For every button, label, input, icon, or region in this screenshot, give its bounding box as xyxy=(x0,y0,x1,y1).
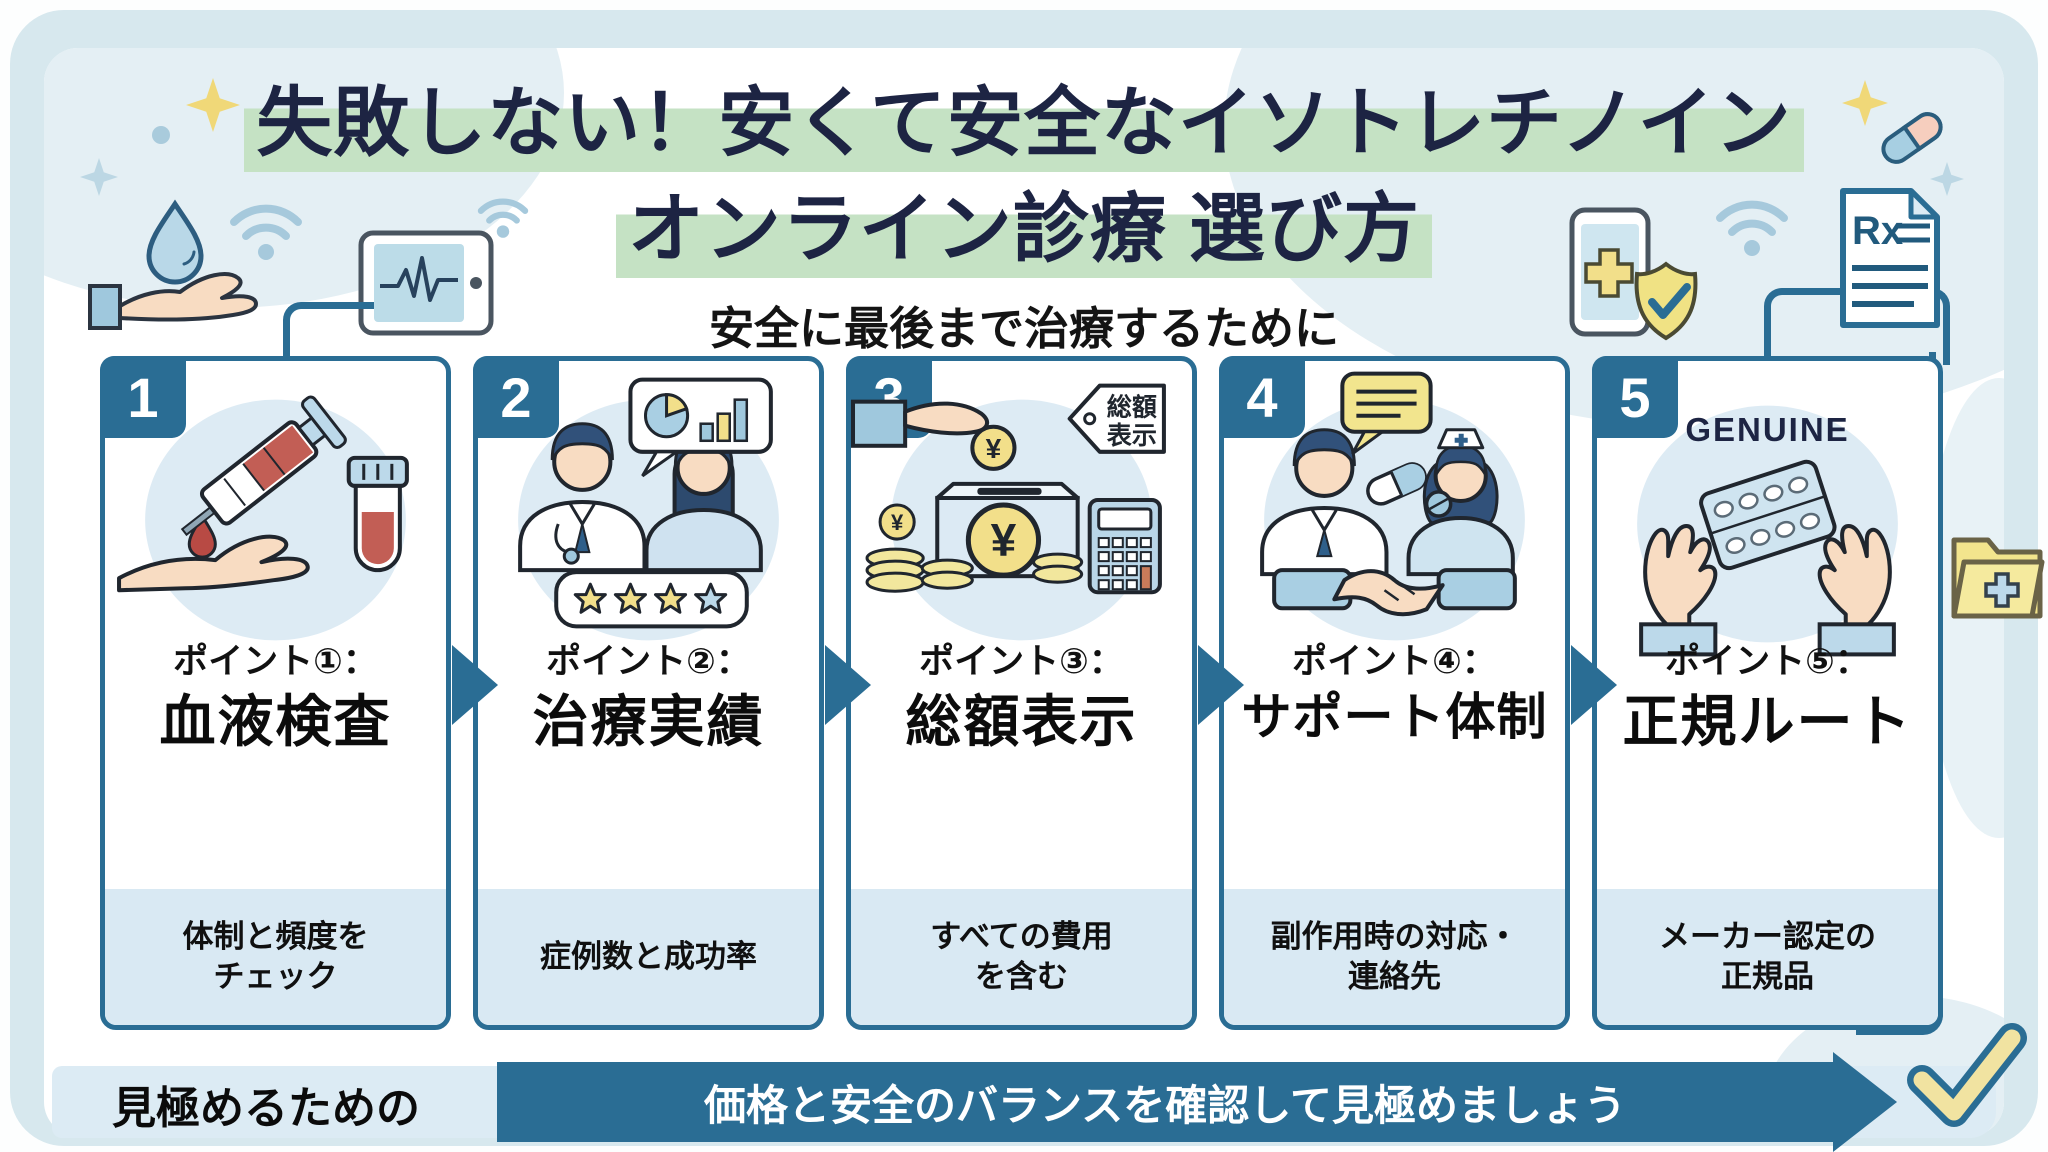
sparkle-icon xyxy=(80,158,118,196)
syringe-blood-test-icon xyxy=(117,395,409,641)
card-total-price: 3 ¥ ¥ ¥ xyxy=(846,356,1244,1030)
point-label: ポイント④： xyxy=(1292,642,1497,681)
flow-arrow-icon xyxy=(1571,645,1617,725)
wifi-icon xyxy=(477,198,529,238)
money-box-calculator-icon: ¥ ¥ ¥ xyxy=(851,383,1166,641)
hands-holding-medicine-icon xyxy=(1637,405,1898,657)
capsule-pill-icon xyxy=(1881,112,1943,164)
bottom-left-label: 見極めるための xyxy=(112,1084,420,1133)
price-tag-label: 表示 xyxy=(1107,422,1157,450)
point-title: サポート体制 xyxy=(1241,689,1548,745)
point-label: ポイント③： xyxy=(919,642,1124,681)
point-label: ポイント⑤： xyxy=(1665,642,1870,681)
page-title-line2: オンライン診療 選び方 xyxy=(0,178,2048,282)
point-note: すべての費用 を含む xyxy=(851,889,1192,1025)
point-title: 血液検査 xyxy=(159,690,392,753)
point-title: 正規ルート xyxy=(1622,690,1913,753)
card-blood-test: 1 xyxy=(100,356,498,1030)
point-title: 治療実績 xyxy=(532,690,765,753)
card-genuine-route: 5 GENUINE xyxy=(1592,356,1943,1030)
rx-label: Rx xyxy=(1852,209,1903,253)
flow-arrow-icon xyxy=(452,645,498,725)
point-note: 体制と頻度を チェック xyxy=(105,889,446,1025)
points-card-row: 1 xyxy=(100,356,1943,1030)
card5-icon-area: GENUINE xyxy=(1597,371,1938,663)
wifi-icon xyxy=(1716,200,1788,256)
flow-arrow-icon xyxy=(825,645,871,725)
rx-prescription-icon: Rx xyxy=(1840,188,1940,328)
card4-icon-area xyxy=(1224,371,1565,663)
conclusion-banner: 価格と安全のバランスを確認して見極めましょう xyxy=(497,1062,1833,1142)
step-number-badge: 1 xyxy=(100,356,186,438)
tablet-ecg-icon xyxy=(358,230,494,336)
step-number-badge: 2 xyxy=(473,356,559,438)
point-title: 総額表示 xyxy=(905,690,1138,753)
point-label: ポイント①： xyxy=(173,642,378,681)
svg-text:¥: ¥ xyxy=(986,433,1002,464)
card1-icon-area xyxy=(105,371,446,663)
step-number-badge: 4 xyxy=(1219,356,1305,438)
flow-arrow-icon xyxy=(1198,645,1244,725)
sparkle-icon xyxy=(1930,162,1964,196)
banner-arrow-icon xyxy=(1833,1052,1897,1152)
svg-text:¥: ¥ xyxy=(891,510,904,535)
wifi-icon xyxy=(230,204,302,260)
price-tag-label: 総額 xyxy=(1107,393,1157,422)
sparkle-icon xyxy=(1842,80,1888,126)
dot-icon xyxy=(152,126,170,144)
page-subtitle: 安全に最後まで治療するために xyxy=(708,303,1339,354)
card2-icon-area xyxy=(478,371,819,663)
phone-shield-icon xyxy=(1569,207,1698,341)
svg-text:¥: ¥ xyxy=(991,514,1017,566)
doctor-nurse-handshake-icon xyxy=(1260,371,1525,641)
genuine-label: GENUINE xyxy=(1685,411,1850,448)
point-note: 副作用時の対応・ 連絡先 xyxy=(1224,889,1565,1025)
step-number-badge: 5 xyxy=(1592,356,1678,438)
checkmark-icon xyxy=(1907,1023,2027,1127)
page-title-line1: 失敗しない！安くて安全なイソトレチノイン xyxy=(0,72,2048,176)
card3-icon-area: ¥ ¥ ¥ xyxy=(851,371,1192,663)
point-label: ポイント②： xyxy=(546,642,751,681)
card-support-system: 4 xyxy=(1219,356,1617,1030)
hand-water-drop-icon xyxy=(88,199,258,330)
point-note: 症例数と成功率 xyxy=(478,889,819,1025)
point-note: メーカー認定の 正規品 xyxy=(1597,889,1938,1025)
sparkle-icon xyxy=(186,78,240,132)
connector-line-left xyxy=(283,302,374,369)
medical-folder-icon xyxy=(1951,537,2045,619)
doctors-rating-icon xyxy=(518,377,779,641)
card-treatment-record: 2 xyxy=(473,356,871,1030)
